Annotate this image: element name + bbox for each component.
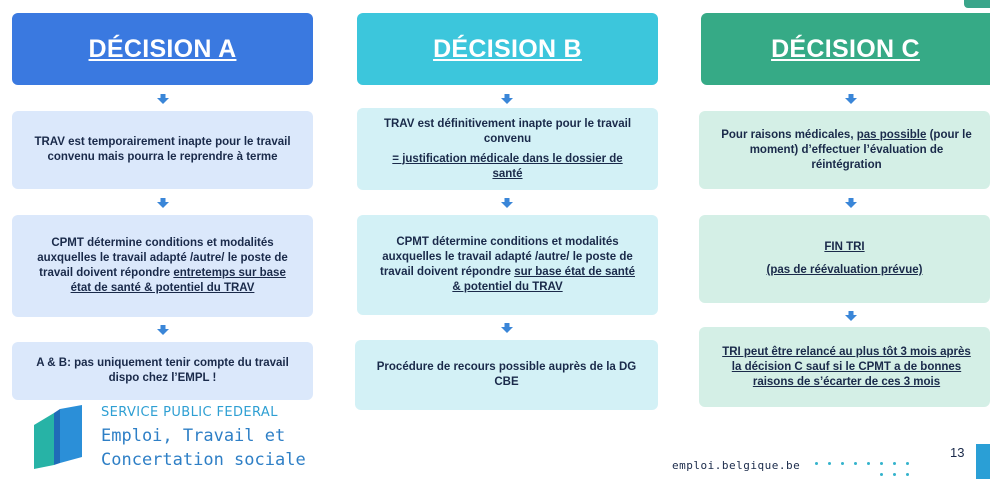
box-text-line: Pour raisons médicales, pas possible (po… — [721, 128, 972, 143]
org-name-line2: Emploi, Travail et — [101, 426, 286, 446]
website-link[interactable]: emploi.belgique.be — [672, 459, 801, 472]
box-text-underlined: (pas de réévaluation prévue) — [766, 264, 923, 276]
decision-b-box-2: CPMT détermine conditions et modalités a… — [357, 215, 658, 315]
decision-c-box-2: FIN TRI (pas de réévaluation prévue) — [699, 215, 990, 303]
arrow-down-icon — [845, 94, 857, 104]
box-text-line: auxquelles le travail adapté /autre/ le … — [382, 251, 633, 263]
decision-c-box-1: Pour raisons médicales, pas possible (po… — [699, 111, 990, 189]
box-text-underlined: entretemps sur base — [173, 267, 286, 279]
box-text-line: A & B: pas uniquement tenir compte du tr… — [36, 357, 289, 369]
decorative-dots — [815, 460, 915, 480]
spf-logo — [30, 403, 92, 471]
box-text-underlined: santé — [492, 167, 523, 180]
box-text-line: TRAV est définitivement inapte pour le t… — [383, 117, 632, 130]
box-text-line: travail doivent répondre sur base état d… — [380, 265, 635, 280]
decision-b-header: DÉCISION B — [357, 13, 658, 85]
box-text-line: CPMT détermine conditions et modalités — [51, 237, 274, 249]
box-text-underlined: raisons de s’écarter de ces 3 mois — [752, 375, 941, 388]
arrow-down-icon — [157, 325, 169, 335]
box-text-underlined: & potentiel du TRAV — [452, 281, 563, 293]
box-text-line: convenu — [483, 132, 532, 145]
box-text-line: dispo chez l’EMPL ! — [108, 372, 217, 384]
box-text-line: TRAV est temporairement inapte pour le t… — [34, 136, 291, 148]
decision-c-box-3: TRI peut être relancé au plus tôt 3 mois… — [699, 327, 990, 407]
box-text-underlined: état de santé & potentiel du TRAV — [70, 282, 255, 294]
org-name-line1: SERVICE PUBLIC FEDERAL — [101, 405, 278, 420]
page-number: 13 — [950, 445, 965, 460]
box-text-underlined: = justification médicale dans le dossier… — [392, 152, 623, 165]
arrow-down-icon — [845, 311, 857, 321]
arrow-down-icon — [501, 198, 513, 208]
decision-a-title: DÉCISION A — [88, 34, 237, 63]
box-text-part: travail doivent répondre — [379, 266, 515, 278]
box-text-line: moment) d’effectuer l’évaluation de — [749, 143, 944, 156]
box-text-underlined: sur base état de santé — [514, 266, 635, 278]
arrow-down-icon — [157, 94, 169, 104]
arrow-down-icon — [157, 198, 169, 208]
box-text-line: réintégration — [811, 158, 882, 171]
box-text-line: Procédure de recours possible auprès de … — [376, 361, 637, 373]
box-text-line: travail doivent répondre entretemps sur … — [39, 266, 286, 281]
decision-a-box-2: CPMT détermine conditions et modalités a… — [12, 215, 313, 317]
decision-a-box-3: A & B: pas uniquement tenir compte du tr… — [12, 342, 313, 400]
box-text-underlined: TRI peut être relancé au plus tôt 3 mois… — [722, 345, 971, 358]
decision-c-header: DÉCISION C — [701, 13, 990, 85]
box-text-underlined: pas possible — [856, 128, 927, 141]
box-text-part: (pour le — [926, 128, 972, 141]
box-text-part: travail doivent répondre — [39, 267, 174, 279]
arrow-down-icon — [501, 94, 513, 104]
arrow-down-icon — [501, 323, 513, 333]
box-text-line: CBE — [494, 376, 519, 388]
box-text-part: Pour raisons médicales, — [721, 128, 857, 141]
logo-icon — [34, 405, 82, 469]
page-tab-accent — [976, 444, 990, 479]
box-text-line: auxquelles le travail adapté /autre/ le … — [37, 252, 288, 264]
box-text-line: CPMT détermine conditions et modalités — [396, 236, 619, 248]
box-text-underlined: la décision C sauf si le CPMT a de bonne… — [731, 360, 962, 373]
decision-a-header: DÉCISION A — [12, 13, 313, 85]
decision-b-box-3: Procédure de recours possible auprès de … — [355, 340, 658, 410]
box-text-line: convenu mais pourra le reprendre à terme — [47, 151, 278, 163]
decision-b-title: DÉCISION B — [433, 34, 582, 63]
box-text-underlined: FIN TRI — [824, 241, 865, 253]
corner-accent — [964, 0, 990, 8]
arrow-down-icon — [845, 198, 857, 208]
decision-c-title: DÉCISION C — [771, 34, 920, 63]
decision-a-box-1: TRAV est temporairement inapte pour le t… — [12, 111, 313, 189]
decision-b-box-1: TRAV est définitivement inapte pour le t… — [357, 108, 658, 190]
org-name-line3: Concertation sociale — [101, 450, 306, 470]
